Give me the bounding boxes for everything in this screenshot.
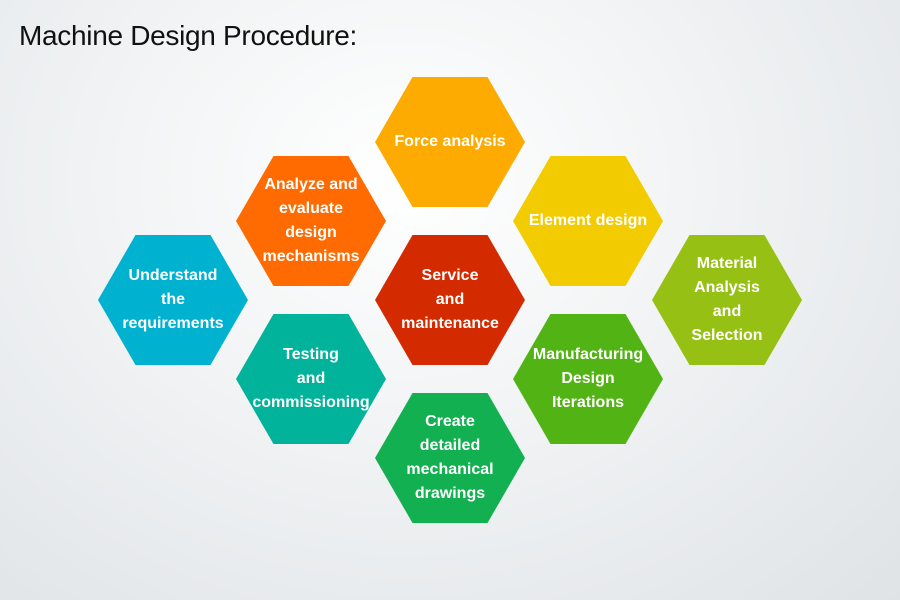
hexagon-testing-commissioning: Testing and commissioning: [236, 314, 386, 444]
hexagon-label-line: Iterations: [551, 394, 624, 411]
hexagon-label-line: Service: [421, 267, 479, 284]
hexagon-label-line: Understand: [128, 267, 218, 284]
hexagon-label-line: and: [435, 291, 465, 308]
hexagon-force-analysis: Force analysis: [375, 77, 525, 207]
hexagon-label-line: drawings: [414, 485, 486, 502]
hexagon-label-line: design: [285, 224, 337, 241]
hexagon-service-maintenance: Service and maintenance: [375, 235, 525, 365]
hexagon-label: Create detailed mechanical drawings: [375, 393, 525, 523]
hexagon-label-line: Design: [561, 370, 615, 387]
hexagon-label: Element design: [513, 156, 663, 286]
hexagon-analyze-evaluate: Analyze and evaluate design mechanisms: [236, 156, 386, 286]
hexagon-label-line: and: [296, 370, 326, 387]
hexagon-understand-requirements: Understand the requirements: [98, 235, 248, 365]
hexagon-element-design: Element design: [513, 156, 663, 286]
hexagon-label: Force analysis: [375, 77, 525, 207]
hexagon-create-drawings: Create detailed mechanical drawings: [375, 393, 525, 523]
hexagon-label-line: Analysis: [694, 279, 760, 296]
hexagon-label-line: mechanical: [406, 461, 494, 478]
hexagon-label-line: maintenance: [401, 315, 499, 332]
hexagon-label: Analyze and evaluate design mechanisms: [236, 156, 386, 286]
hexagon-label-line: Material: [696, 255, 758, 272]
page-title: Machine Design Procedure:: [19, 20, 358, 51]
hexagon-label-line: Testing: [283, 346, 339, 363]
hexagon-label-line: detailed: [419, 437, 481, 454]
hexagon-label-line: commissioning: [252, 394, 370, 411]
hexagon-label-line: Force analysis: [394, 133, 506, 150]
hexagon-label-line: Create: [425, 413, 475, 430]
hexagon-label-line: requirements: [122, 315, 224, 332]
hexagon-label-line: Manufacturing: [532, 346, 644, 363]
hexagon-label-line: mechanisms: [262, 248, 360, 265]
hexagon-label-line: Element design: [528, 212, 648, 229]
hexagon-label-line: Selection: [691, 327, 763, 344]
hexagon-label-line: evaluate: [278, 200, 344, 217]
hexagon-label: Service and maintenance: [375, 235, 525, 365]
hexagon-label-line: the: [161, 291, 185, 308]
hexagon-label-line: Analyze and: [264, 176, 358, 193]
hexagon-label: Testing and commissioning: [236, 314, 386, 444]
hexagon-label: Understand the requirements: [98, 235, 248, 365]
hexagon-label-line: and: [712, 303, 742, 320]
